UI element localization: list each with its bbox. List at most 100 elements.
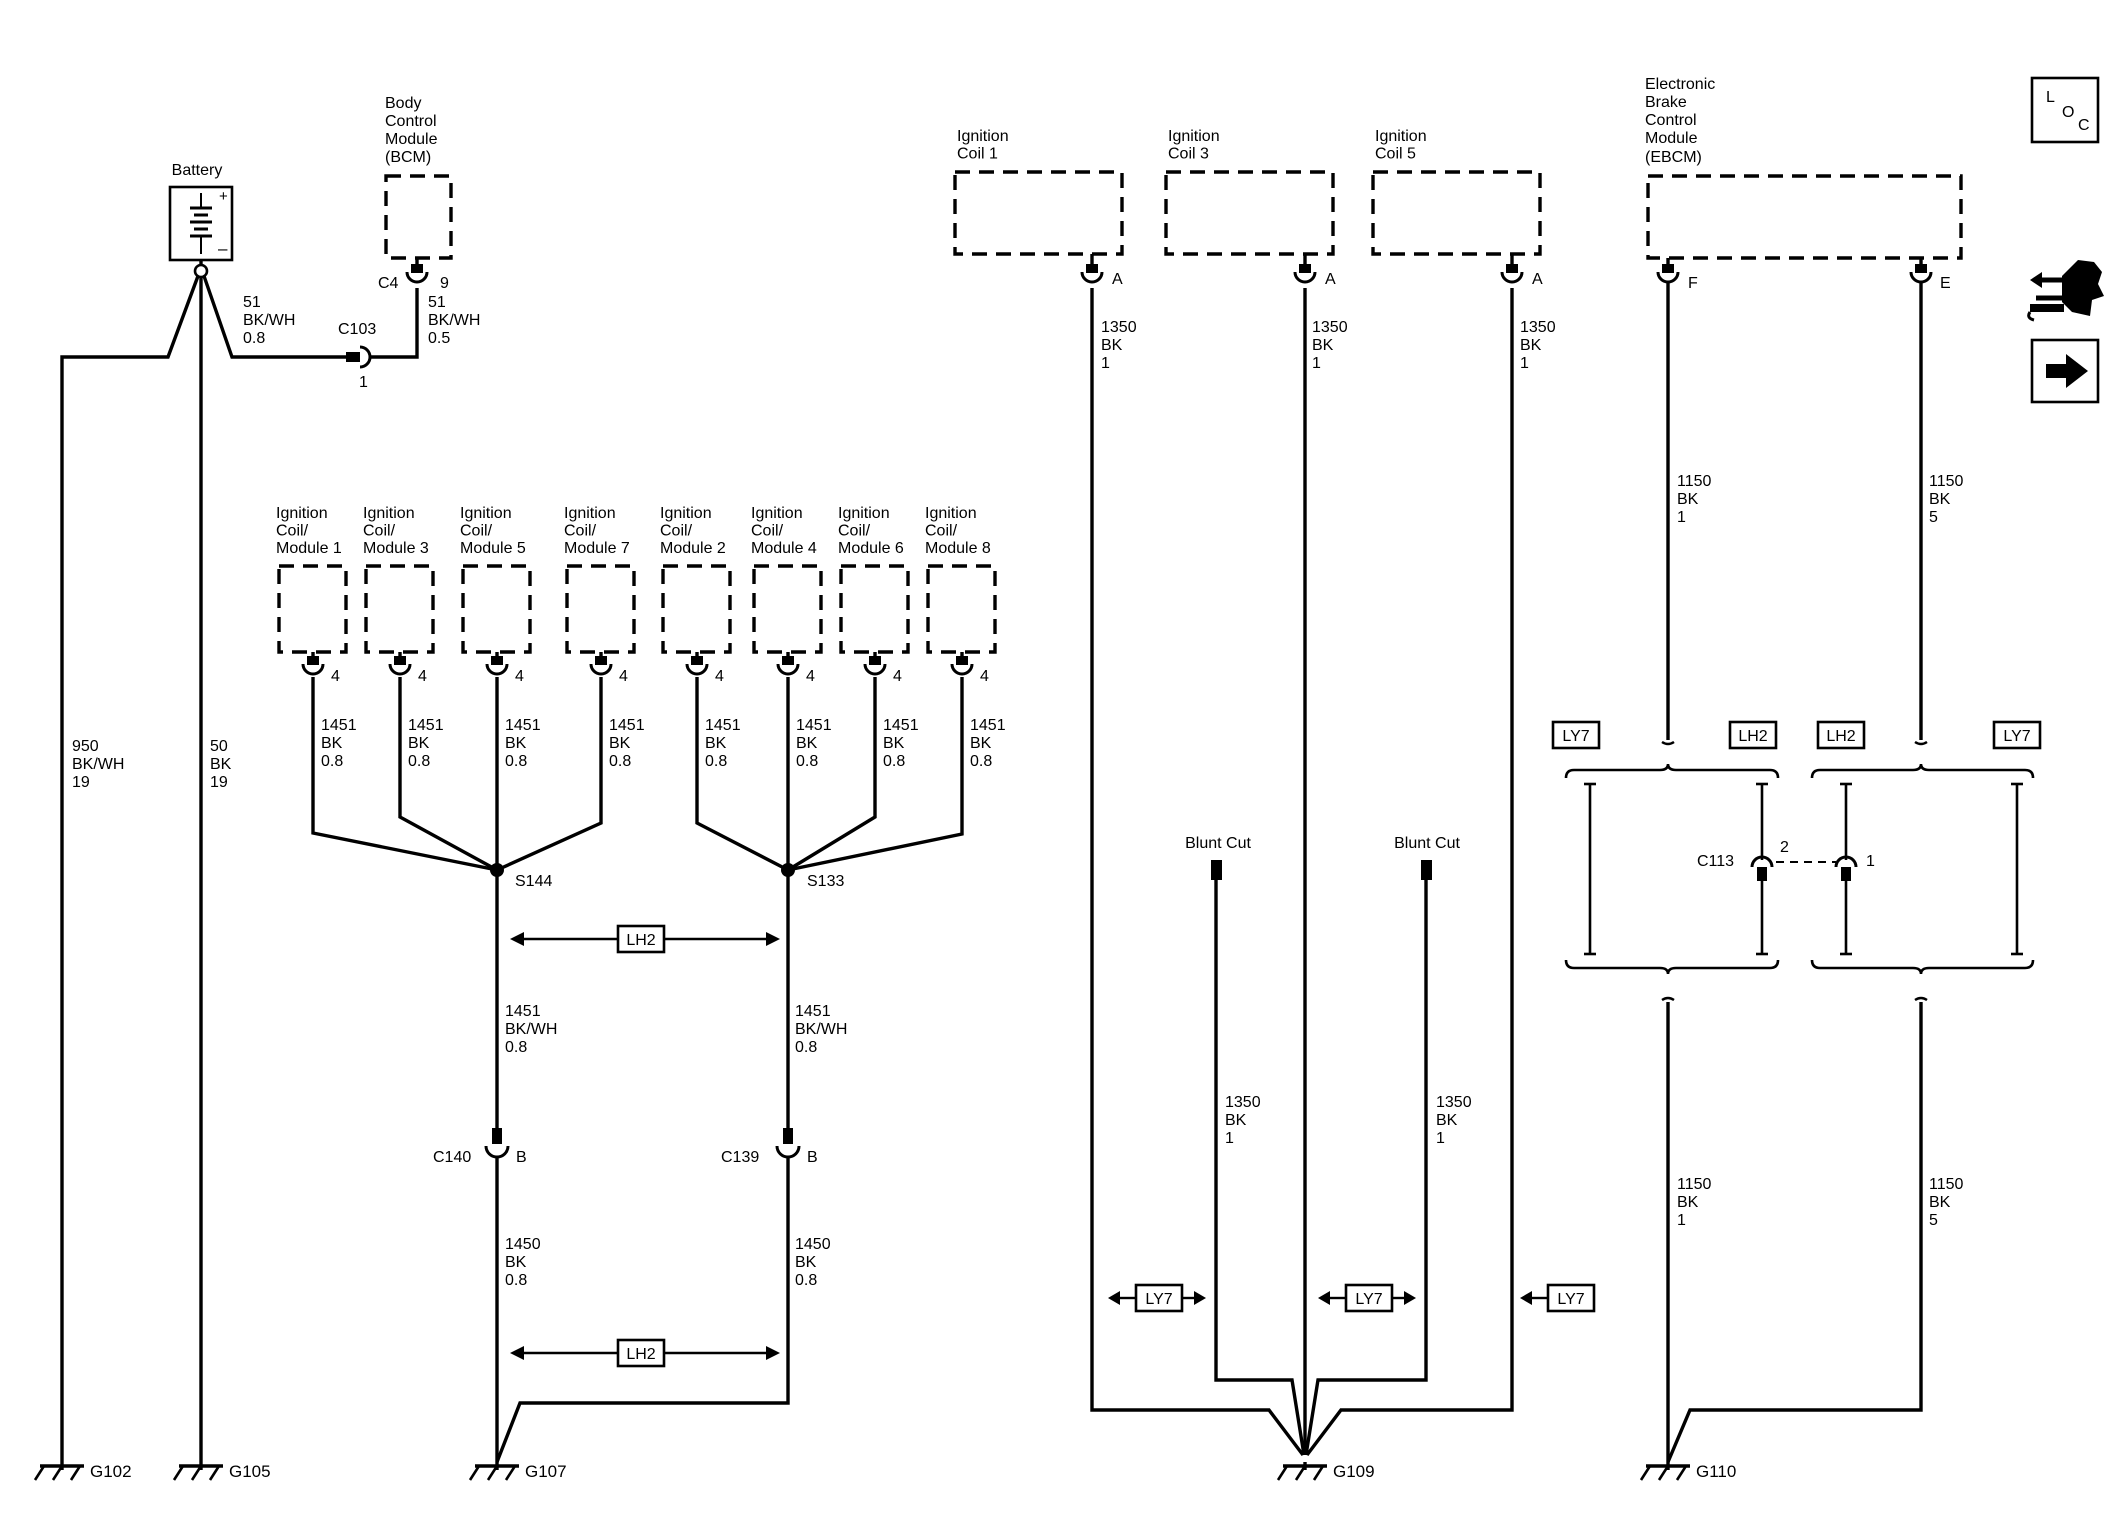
ground-label: G102 — [90, 1462, 132, 1481]
wire-950[interactable] — [60, 275, 200, 1462]
ground-g102[interactable]: G102 — [33, 1462, 132, 1481]
coil-module-label: Module 6 — [838, 540, 904, 557]
connector-harness-icon[interactable] — [2027, 260, 2104, 322]
coil-module-label: Coil/ — [363, 523, 396, 540]
svg-text:C: C — [2078, 117, 2090, 134]
coil-module-label: Coil/ — [838, 523, 871, 540]
splice-s144[interactable]: S144 — [490, 863, 552, 890]
ly7-option-arrow-right[interactable]: LY7 — [1520, 1283, 1596, 1313]
svg-text:Brake: Brake — [1645, 94, 1687, 111]
wire-1450-c139[interactable] — [495, 1158, 790, 1463]
coil-module-label: Module 1 — [276, 540, 342, 557]
svg-text:BK: BK — [321, 735, 343, 752]
svg-text:LY7: LY7 — [1145, 1291, 1172, 1308]
ly7-option-arrow-middle[interactable]: LY7 — [1318, 1283, 1416, 1313]
svg-text:1451: 1451 — [505, 717, 541, 734]
coil-box — [953, 170, 1124, 256]
svg-text:–: – — [218, 239, 228, 258]
connector-c140[interactable]: C140 B — [433, 1128, 527, 1166]
svg-text:LH2: LH2 — [626, 1346, 655, 1363]
coil-module-box — [565, 564, 636, 654]
svg-text:C113: C113 — [1697, 853, 1734, 870]
wire-51-battery[interactable] — [202, 275, 346, 359]
coil-pin: A — [1532, 271, 1543, 288]
wire-1150-c113-right[interactable] — [1666, 1002, 1923, 1463]
coil-module-pin: 4 — [418, 668, 427, 685]
svg-text:BK: BK — [1520, 337, 1542, 354]
svg-text:L: L — [2046, 89, 2055, 106]
svg-text:0.8: 0.8 — [505, 1272, 527, 1289]
connector-c113[interactable]: C113 2 1 — [1697, 839, 1875, 881]
svg-text:BK/WH: BK/WH — [505, 1021, 557, 1038]
wire-1350-coil5[interactable] — [1305, 288, 1514, 1457]
svg-text:0.8: 0.8 — [796, 753, 818, 770]
svg-text:Blunt Cut: Blunt Cut — [1185, 835, 1251, 852]
wire-label-c113-g110-right: 1150 BK 5 — [1929, 1176, 1964, 1229]
coil-label: Ignition — [1168, 128, 1220, 145]
wire-51-bcm[interactable] — [370, 288, 419, 359]
coil-module-label: Coil/ — [276, 523, 309, 540]
svg-text:BK/WH: BK/WH — [243, 312, 295, 329]
svg-text:1: 1 — [1520, 355, 1529, 372]
svg-text:BK: BK — [1929, 1194, 1951, 1211]
svg-text:C139: C139 — [721, 1149, 759, 1166]
svg-text:BK: BK — [210, 756, 232, 773]
svg-text:1: 1 — [1436, 1130, 1445, 1147]
svg-text:S144: S144 — [515, 873, 552, 890]
svg-text:LH2: LH2 — [1738, 728, 1767, 745]
connector-c139[interactable]: C139 B — [721, 1128, 818, 1166]
battery[interactable]: Battery + – — [168, 162, 234, 279]
svg-text:Module: Module — [385, 131, 438, 148]
svg-text:BK: BK — [1436, 1112, 1458, 1129]
arrow-right-icon[interactable] — [2030, 338, 2100, 404]
splice-s133[interactable]: S133 — [781, 863, 844, 890]
svg-text:BK/WH: BK/WH — [795, 1021, 847, 1038]
loc-icon[interactable]: L O C — [2030, 76, 2100, 144]
ground-g107[interactable]: G107 — [468, 1462, 567, 1481]
wire-label-coil1: 1350 BK 1 — [1101, 319, 1137, 372]
wire-label-coil3: 1350 BK 1 — [1312, 319, 1348, 372]
wire-label-50: 50 BK 19 — [210, 738, 232, 791]
svg-text:0.8: 0.8 — [505, 1039, 527, 1056]
wire-1350-coil1[interactable] — [1090, 288, 1305, 1457]
ly7-option-arrow-left[interactable]: LY7 — [1108, 1283, 1206, 1313]
svg-text:0.8: 0.8 — [795, 1272, 817, 1289]
lh2-option-arrow-lower[interactable]: LH2 — [510, 1338, 780, 1368]
wire-label-coil5: 1350 BK 1 — [1520, 319, 1556, 372]
svg-text:0.8: 0.8 — [883, 753, 905, 770]
lh2-option-arrow-upper[interactable]: LH2 — [510, 924, 780, 954]
option-tag-ly7-right[interactable]: LY7 — [1992, 720, 2042, 750]
svg-text:1: 1 — [1866, 853, 1875, 870]
svg-text:1: 1 — [1677, 509, 1686, 526]
bcm-module[interactable]: Body Control Module (BCM) C4 9 — [378, 95, 453, 292]
option-tag-ly7-left[interactable]: LY7 — [1551, 720, 1601, 750]
coil-label: Coil 3 — [1168, 146, 1209, 163]
svg-text:C4: C4 — [378, 275, 399, 292]
coil-module-pin: 4 — [331, 668, 340, 685]
svg-text:0.8: 0.8 — [505, 753, 527, 770]
ground-g109[interactable]: G109 — [1276, 1462, 1375, 1481]
ground-g110[interactable]: G110 — [1639, 1462, 1736, 1481]
svg-text:0.8: 0.8 — [243, 330, 265, 347]
coil-module-label: Ignition — [838, 505, 890, 522]
ebcm-module[interactable]: Electronic Brake Control Module (EBCM) F… — [1645, 76, 1963, 292]
option-tag-lh2-left[interactable]: LH2 — [1728, 720, 1778, 750]
svg-text:Module: Module — [1645, 130, 1698, 147]
ground-g105[interactable]: G105 — [172, 1462, 271, 1481]
svg-text:0.8: 0.8 — [970, 753, 992, 770]
blunt-cut-left: Blunt Cut — [1185, 835, 1306, 1456]
option-tag-lh2-right[interactable]: LH2 — [1816, 720, 1866, 750]
svg-text:1150: 1150 — [1677, 473, 1712, 490]
